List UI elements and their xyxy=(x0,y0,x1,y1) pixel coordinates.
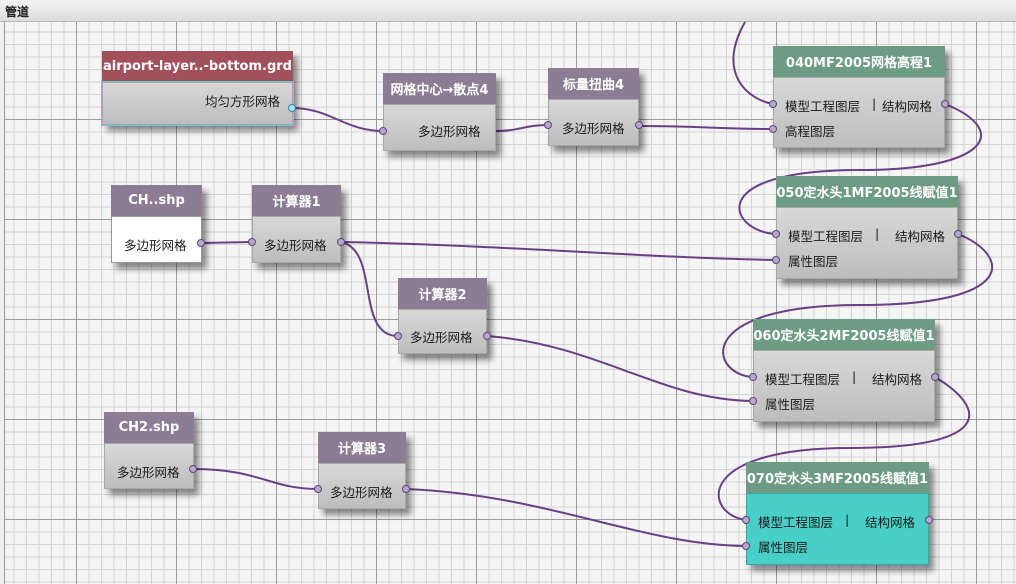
port-label-attribute-layer: 属性图层 xyxy=(765,397,816,412)
output-port-040-structured-grid[interactable] xyxy=(941,100,949,108)
port-label-output: 多边形网格 xyxy=(124,238,187,253)
node-title: 标量扭曲4 xyxy=(548,68,639,99)
port-label-input: 多边形网格 xyxy=(410,330,473,345)
port-label-structured-grid: 结构网格 xyxy=(865,515,916,530)
node-body: 模型工程图层 | 结构网格 属性图层 xyxy=(746,493,929,565)
port-label-structured-grid: 结构网格 xyxy=(895,229,946,244)
node-070-head3-line-assign[interactable]: 070定水头3MF2005线赋值1 模型工程图层 | 结构网格 属性图层 xyxy=(746,462,929,565)
node-body: 多边形网格 xyxy=(398,309,487,354)
node-title: 网格中心→散点4 xyxy=(383,73,496,104)
port-label-input: 多边形网格 xyxy=(264,238,327,253)
node-title: 060定水头2MF2005线赋值1 xyxy=(753,319,935,350)
input-port-scalar-warp[interactable] xyxy=(544,121,552,129)
node-airport-layer[interactable]: airport-layer..-bottom.grd 均匀方形网格 xyxy=(101,51,294,126)
output-port-calculator-1[interactable] xyxy=(337,238,345,246)
input-port-calculator-3[interactable] xyxy=(314,485,322,493)
input-port-calculator-2[interactable] xyxy=(394,332,402,340)
output-port-050-structured-grid[interactable] xyxy=(954,230,962,238)
node-scalar-warp[interactable]: 标量扭曲4 多边形网格 xyxy=(548,68,639,146)
node-body: 均匀方形网格 xyxy=(101,81,294,126)
input-port-calculator-1[interactable] xyxy=(248,238,256,246)
node-title: 计算器3 xyxy=(318,432,406,463)
node-body: 多边形网格 xyxy=(252,216,341,263)
port-label-model-layer: 模型工程图层 xyxy=(765,372,841,387)
port-label-attribute-layer: 属性图层 xyxy=(758,540,809,555)
node-title: 计算器2 xyxy=(398,278,487,309)
input-port-070-model-layer[interactable] xyxy=(742,516,750,524)
port-label-attribute-layer: 属性图层 xyxy=(788,254,839,269)
node-calculator-2[interactable]: 计算器2 多边形网格 xyxy=(398,278,487,354)
port-label-input: 多边形网格 xyxy=(330,485,393,500)
port-label-output: 均匀方形网格 xyxy=(204,94,280,109)
input-port-grid-center[interactable] xyxy=(379,127,387,135)
port-label-structured-grid: 结构网格 xyxy=(872,372,923,387)
output-port-airport[interactable] xyxy=(288,104,296,112)
node-grid-center[interactable]: 网格中心→散点4 多边形网格 xyxy=(383,73,496,151)
port-label-model-layer: 模型工程图层 xyxy=(758,515,834,530)
node-title: 070定水头3MF2005线赋值1 xyxy=(746,462,929,493)
node-body: 多边形网格 xyxy=(548,99,639,146)
output-port-060-structured-grid[interactable] xyxy=(931,373,939,381)
node-body: 多边形网格 xyxy=(318,463,406,509)
port-separator: | xyxy=(875,226,880,241)
input-port-060-model-layer[interactable] xyxy=(749,373,757,381)
node-calculator-3[interactable]: 计算器3 多边形网格 xyxy=(318,432,406,509)
node-title: 计算器1 xyxy=(252,185,341,216)
port-label-model-layer: 模型工程图层 xyxy=(785,99,861,114)
node-body: 多边形网格 xyxy=(383,104,496,151)
port-label-structured-grid: 结构网格 xyxy=(882,99,933,114)
node-title: 050定水头1MF2005线赋值1 xyxy=(776,176,958,207)
port-label-input: 多边形网格 xyxy=(562,121,625,136)
output-port-070-structured-grid[interactable] xyxy=(925,516,933,524)
node-ch2-shp[interactable]: CH2.shp 多边形网格 xyxy=(104,412,194,489)
node-body: 模型工程图层 | 结构网格 高程图层 xyxy=(773,77,945,148)
output-port-scalar-warp[interactable] xyxy=(635,121,643,129)
input-port-040-model-layer[interactable] xyxy=(769,100,777,108)
node-ch-shp[interactable]: CH..shp 多边形网格 xyxy=(111,185,202,263)
input-port-050-model-layer[interactable] xyxy=(772,230,780,238)
input-port-070-attribute-layer[interactable] xyxy=(742,542,750,550)
port-label-elevation-layer: 高程图层 xyxy=(785,124,836,139)
node-calculator-1[interactable]: 计算器1 多边形网格 xyxy=(252,185,341,263)
node-title: airport-layer..-bottom.grd xyxy=(102,51,293,82)
input-port-040-elevation-layer[interactable] xyxy=(769,125,777,133)
output-port-ch-shp[interactable] xyxy=(197,239,205,247)
port-label-model-layer: 模型工程图层 xyxy=(788,229,864,244)
port-separator: | xyxy=(845,512,850,527)
output-port-calculator-2[interactable] xyxy=(483,332,491,340)
port-label-input: 多边形网格 xyxy=(418,124,481,139)
node-body: 多边形网格 xyxy=(104,443,194,489)
output-port-calculator-3[interactable] xyxy=(402,485,410,493)
window-titlebar: 管道 xyxy=(0,0,1016,22)
node-title: 040MF2005网格高程1 xyxy=(773,46,945,77)
window-title: 管道 xyxy=(5,5,30,19)
node-title: CH2.shp xyxy=(104,412,194,443)
node-body: 模型工程图层 | 结构网格 属性图层 xyxy=(753,350,935,422)
output-port-ch2-shp[interactable] xyxy=(189,465,197,473)
node-050-head1-line-assign[interactable]: 050定水头1MF2005线赋值1 模型工程图层 | 结构网格 属性图层 xyxy=(776,176,958,279)
port-separator: | xyxy=(872,96,877,111)
input-port-060-attribute-layer[interactable] xyxy=(749,397,757,405)
port-label-output: 多边形网格 xyxy=(117,465,180,480)
node-060-head2-line-assign[interactable]: 060定水头2MF2005线赋值1 模型工程图层 | 结构网格 属性图层 xyxy=(753,319,935,422)
input-port-050-attribute-layer[interactable] xyxy=(772,256,780,264)
node-title: CH..shp xyxy=(111,185,202,216)
node-body: 多边形网格 xyxy=(111,216,202,263)
node-body: 模型工程图层 | 结构网格 属性图层 xyxy=(776,207,958,279)
port-separator: | xyxy=(852,369,857,384)
node-040-mf2005-grid-elevation[interactable]: 040MF2005网格高程1 模型工程图层 | 结构网格 高程图层 xyxy=(773,46,945,148)
